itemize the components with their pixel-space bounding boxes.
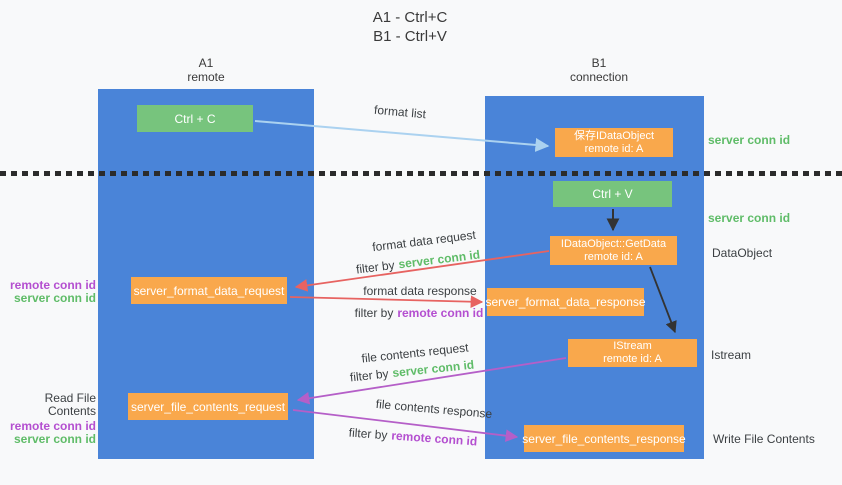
side-label-server-conn-id-left-2: server conn id (13, 432, 96, 446)
edge-label-format-list: format list (373, 102, 427, 122)
node-server-format-data-response: server_format_data_response (485, 288, 646, 316)
node-server-format-data-request: server_format_data_request (131, 277, 287, 304)
node-getdata-remote-id: remote id: A (584, 250, 643, 263)
title-line-1: A1 - Ctrl+C (372, 9, 448, 26)
node-istream-remote-id: remote id: A (603, 353, 662, 365)
node-getdata-title: IDataObject::GetData (560, 237, 667, 250)
side-label-server-conn-id-left-1: server conn id (13, 291, 96, 305)
side-label-istream: Istream (711, 348, 752, 362)
node-save-idataobject-title: 保存IDataObject (573, 129, 655, 142)
lane-header-b1: B1 connection (570, 56, 628, 84)
node-istream-title: IStream (613, 340, 652, 352)
diagram-title: A1 - Ctrl+C B1 - Ctrl+V (373, 8, 448, 46)
side-label-server-conn-id-mid: server conn id (708, 211, 791, 225)
node-server-file-contents-response: server_file_contents_response (522, 425, 686, 452)
lane-a1-role: remote (187, 70, 225, 84)
filter-by-text: filter by (348, 425, 388, 443)
server-conn-id-text: server conn id (397, 247, 481, 272)
node-ctrl-c: Ctrl + C (137, 105, 253, 132)
side-label-server-conn-id-top: server conn id (708, 133, 791, 147)
edge-label-file-contents-response: file contents response (375, 396, 493, 422)
side-label-remote-conn-id-1: remote conn id (9, 278, 96, 292)
filter-by-text: filter by (349, 366, 390, 385)
copy-paste-divider-line (0, 171, 842, 176)
node-ctrl-v: Ctrl + V (553, 181, 672, 207)
edge-label-format-data-response: format data response (363, 284, 477, 298)
remote-conn-id-text: remote conn id (390, 428, 478, 449)
lane-b1-role: connection (569, 70, 629, 84)
node-istream: IStream remote id: A (568, 339, 697, 367)
node-server-file-contents-request: server_file_contents_request (128, 393, 288, 420)
filter-by-text: filter by (355, 257, 396, 277)
side-label-write-file-contents: Write File Contents (713, 432, 815, 446)
title-line-2: B1 - Ctrl+V (373, 28, 447, 45)
lane-b1-name: B1 (591, 56, 607, 70)
remote-conn-id-text: remote conn id (397, 306, 484, 320)
lane-header-a1: A1 remote (187, 56, 224, 84)
side-label-dataobject: DataObject (712, 246, 773, 260)
left-label-block-format: remote conn id server conn id (0, 279, 96, 305)
node-save-idataobject-remote-id: remote id: A (584, 142, 644, 155)
left-label-block-file: Read File Contents remote conn id server… (0, 392, 96, 446)
node-save-idataobject: 保存IDataObject remote id: A (555, 128, 673, 157)
node-idataobject-getdata: IDataObject::GetData remote id: A (550, 236, 677, 265)
filter-by-text: filter by (354, 306, 394, 320)
lane-a1-name: A1 (198, 56, 214, 70)
side-label-read-file-contents: Read File Contents (44, 391, 96, 418)
side-label-remote-conn-id-2: remote conn id (9, 419, 96, 433)
